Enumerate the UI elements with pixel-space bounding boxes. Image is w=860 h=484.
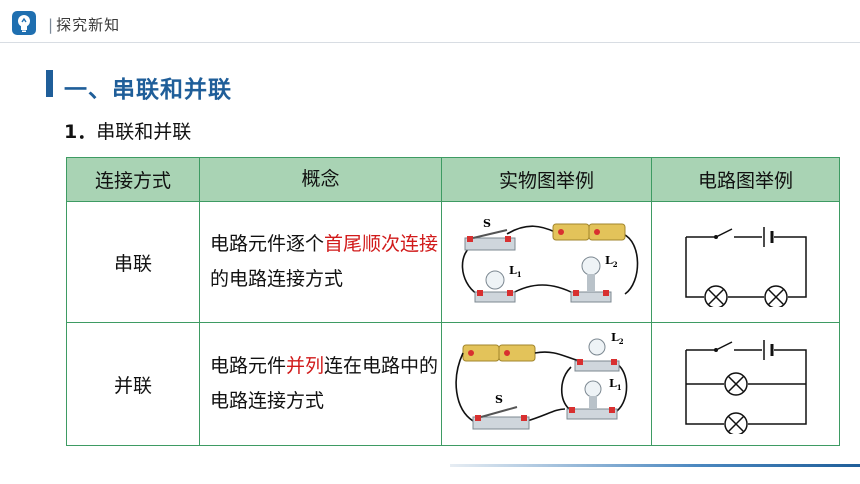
table-header-row: 连接方式 概念 实物图举例 电路图举例 xyxy=(66,157,840,202)
series-physical-figure: S L1 L2 xyxy=(441,201,652,323)
top-bar: |探究新知 xyxy=(0,0,860,44)
comparison-table: 连接方式 概念 实物图举例 电路图举例 串联 电路元件逐个首尾顺次连接的电路连接… xyxy=(66,157,840,446)
series-circuit-diagram xyxy=(651,201,840,323)
table-row: 并联 电路元件并列连在电路中的电路连接方式 xyxy=(66,322,840,446)
lamp1-label: L1 xyxy=(509,264,522,279)
row-type-series: 串联 xyxy=(66,201,200,323)
concept-text-end: 的电路连接方式 xyxy=(210,268,344,290)
subsection-label: 串联和并联 xyxy=(96,121,192,143)
switch-label: S xyxy=(495,393,503,406)
concept-highlight: 首尾顺次连接 xyxy=(324,233,439,255)
lightbulb-icon xyxy=(12,11,36,35)
switch-label: S xyxy=(483,217,491,230)
concept-highlight: 并列 xyxy=(286,355,325,377)
breadcrumb-separator: | xyxy=(48,16,55,34)
footer-decoration xyxy=(450,464,860,467)
row-concept-parallel: 电路元件并列连在电路中的电路连接方式 xyxy=(199,322,442,446)
row-type-parallel: 并联 xyxy=(66,322,200,446)
parallel-physical-figure: L2 L1 S xyxy=(441,322,652,446)
section-title: 一、串联和并联 xyxy=(64,77,232,103)
header-connection-type: 连接方式 xyxy=(66,157,200,202)
concept-text: 电路元件逐个 xyxy=(210,233,325,255)
header-concept: 概念 xyxy=(199,157,442,202)
header-physical-example: 实物图举例 xyxy=(441,157,652,202)
section-marker xyxy=(46,70,53,97)
breadcrumb-label: 探究新知 xyxy=(56,16,121,34)
subsection-title: 1．串联和并联 xyxy=(64,117,191,144)
lamp1-label: L1 xyxy=(609,377,622,392)
table-row: 串联 电路元件逐个首尾顺次连接的电路连接方式 S xyxy=(66,201,840,323)
parallel-circuit-diagram xyxy=(651,322,840,446)
breadcrumb: |探究新知 xyxy=(48,14,120,35)
concept-text: 电路元件 xyxy=(210,355,287,377)
header-divider xyxy=(0,42,860,43)
lamp2-label: L2 xyxy=(611,331,624,346)
lamp2-label: L2 xyxy=(605,254,618,269)
header-circuit-example: 电路图举例 xyxy=(651,157,840,202)
subsection-number: 1． xyxy=(64,121,97,143)
concept-text-end: 连在电路中的电路连接方式 xyxy=(210,355,439,412)
row-concept-series: 电路元件逐个首尾顺次连接的电路连接方式 xyxy=(199,201,442,323)
